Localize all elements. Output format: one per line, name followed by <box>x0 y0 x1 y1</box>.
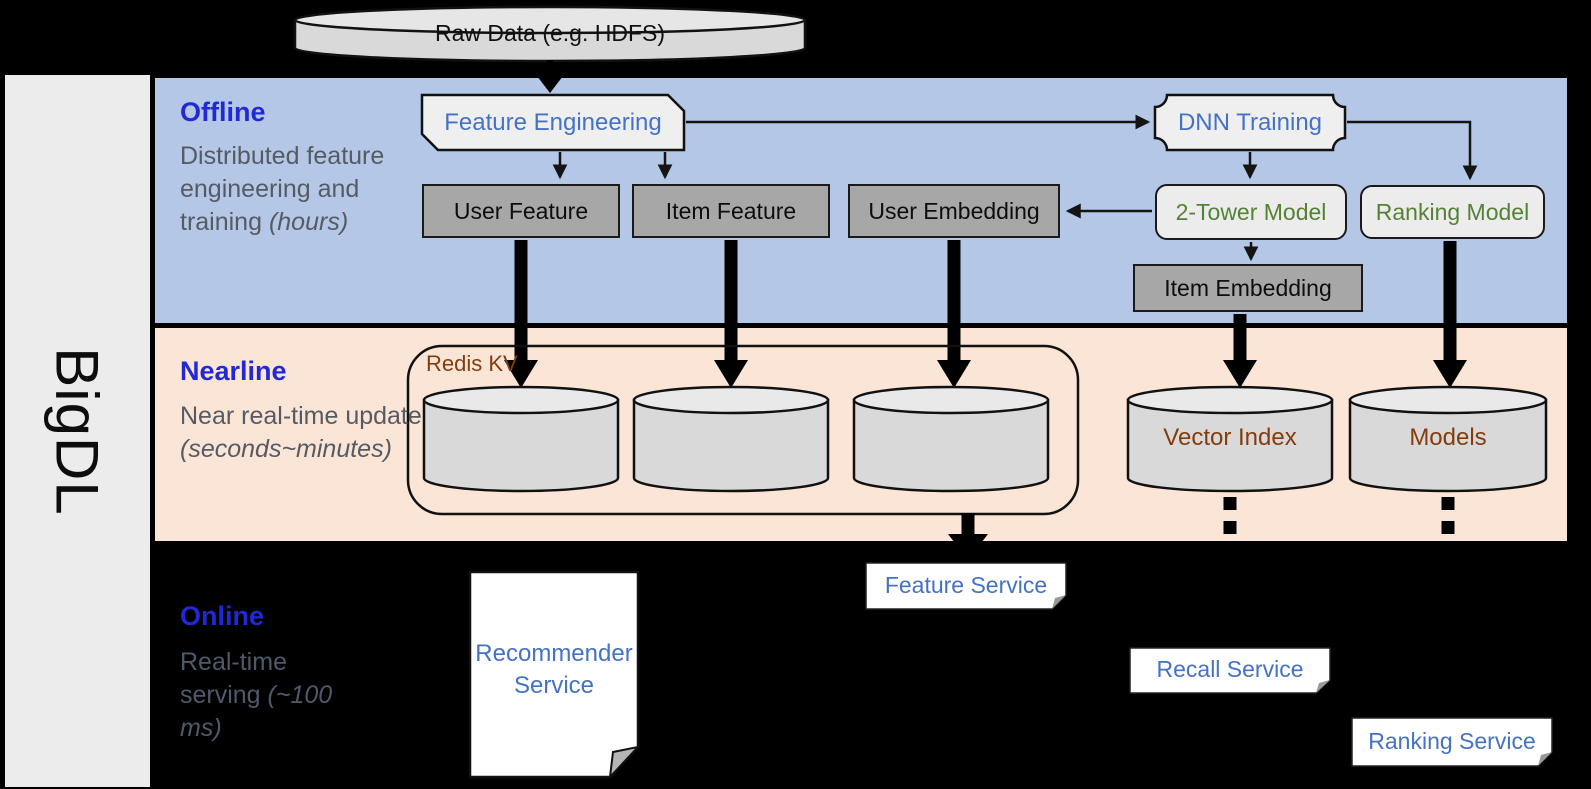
offline-band-desc-text: Distributed feature engineering and trai… <box>180 142 385 236</box>
arrow-itemfeature-to-redis <box>714 240 748 388</box>
models-label: Models <box>1409 424 1487 451</box>
feature-engineering-shape <box>420 93 686 152</box>
arrow-redis-to-featureservice <box>948 513 988 560</box>
redis-cylinder-2-icon <box>632 385 830 493</box>
thick-ingest-arrows <box>504 240 1467 388</box>
dnn-training-label: DNN Training <box>1177 108 1323 136</box>
offline-band-desc: Distributed feature engineering and trai… <box>180 140 420 239</box>
bigdl-sidebar: BigDL <box>5 75 150 787</box>
item-embedding-box: Item Embedding <box>1133 264 1363 312</box>
raw-data-cylinder-icon <box>293 5 807 63</box>
two-tower-model-box: 2-Tower Model <box>1155 184 1347 240</box>
feature-service-label: Feature Service <box>884 571 1048 598</box>
arrow-dnn-to-rankingmodel <box>1347 120 1478 181</box>
nearline-band-desc-italic: (seconds~minutes) <box>180 435 392 463</box>
nearline-band-desc-text: Near real-time update <box>180 402 422 430</box>
online-band-desc: Real-time serving (~100 ms) <box>180 646 350 745</box>
arrow-rankingmodel-to-models <box>1433 241 1467 388</box>
vector-index-cylinder-icon <box>1126 385 1334 493</box>
online-band-desc-text: Real-time serving <box>180 648 287 709</box>
offline-band-desc-italic: (hours) <box>268 208 349 236</box>
feature-service-shape <box>865 562 1067 610</box>
redis-kv-container <box>406 344 1080 516</box>
recall-service-shape <box>1129 647 1331 694</box>
recommender-service-document-icon <box>468 570 641 780</box>
dnn-training-shape <box>1153 93 1347 152</box>
models-cylinder-icon <box>1348 385 1548 493</box>
ranking-service-label: Ranking Service <box>1368 727 1536 754</box>
nearline-band-desc: Near real-time update (seconds~minutes) <box>180 400 430 466</box>
vector-index-label: Vector Index <box>1163 424 1297 451</box>
arrow-userembedding-to-redis <box>937 240 971 388</box>
user-feature-box: User Feature <box>422 184 620 238</box>
arrow-userfeature-to-redis <box>504 240 538 388</box>
recall-service-label: Recall Service <box>1156 656 1304 682</box>
arrow-rawdata-to-fe <box>537 60 563 93</box>
user-embedding-box: User Embedding <box>848 184 1060 238</box>
online-band-title: Online <box>180 600 265 631</box>
redis-cylinder-3-icon <box>852 385 1050 493</box>
arrow-itemembedding-to-vectorindex <box>1223 314 1257 388</box>
redis-cylinder-1-icon <box>422 385 620 493</box>
feature-engineering-label: Feature Engineering <box>444 108 662 136</box>
raw-data-label: Raw Data (e.g. HDFS) <box>434 19 666 46</box>
item-feature-box: Item Feature <box>632 184 830 238</box>
ranking-service-shape <box>1351 717 1553 767</box>
ranking-model-box: Ranking Model <box>1360 185 1545 239</box>
recommender-service-label: Recommender Service <box>475 639 633 699</box>
offline-flow-arrows <box>552 114 1478 262</box>
offline-band-title: Offline <box>180 96 266 127</box>
redis-kv-label: Redis KV <box>426 351 518 376</box>
nearline-band-title: Nearline <box>180 355 287 386</box>
online-band-desc-italic: (~100 ms) <box>180 681 333 742</box>
